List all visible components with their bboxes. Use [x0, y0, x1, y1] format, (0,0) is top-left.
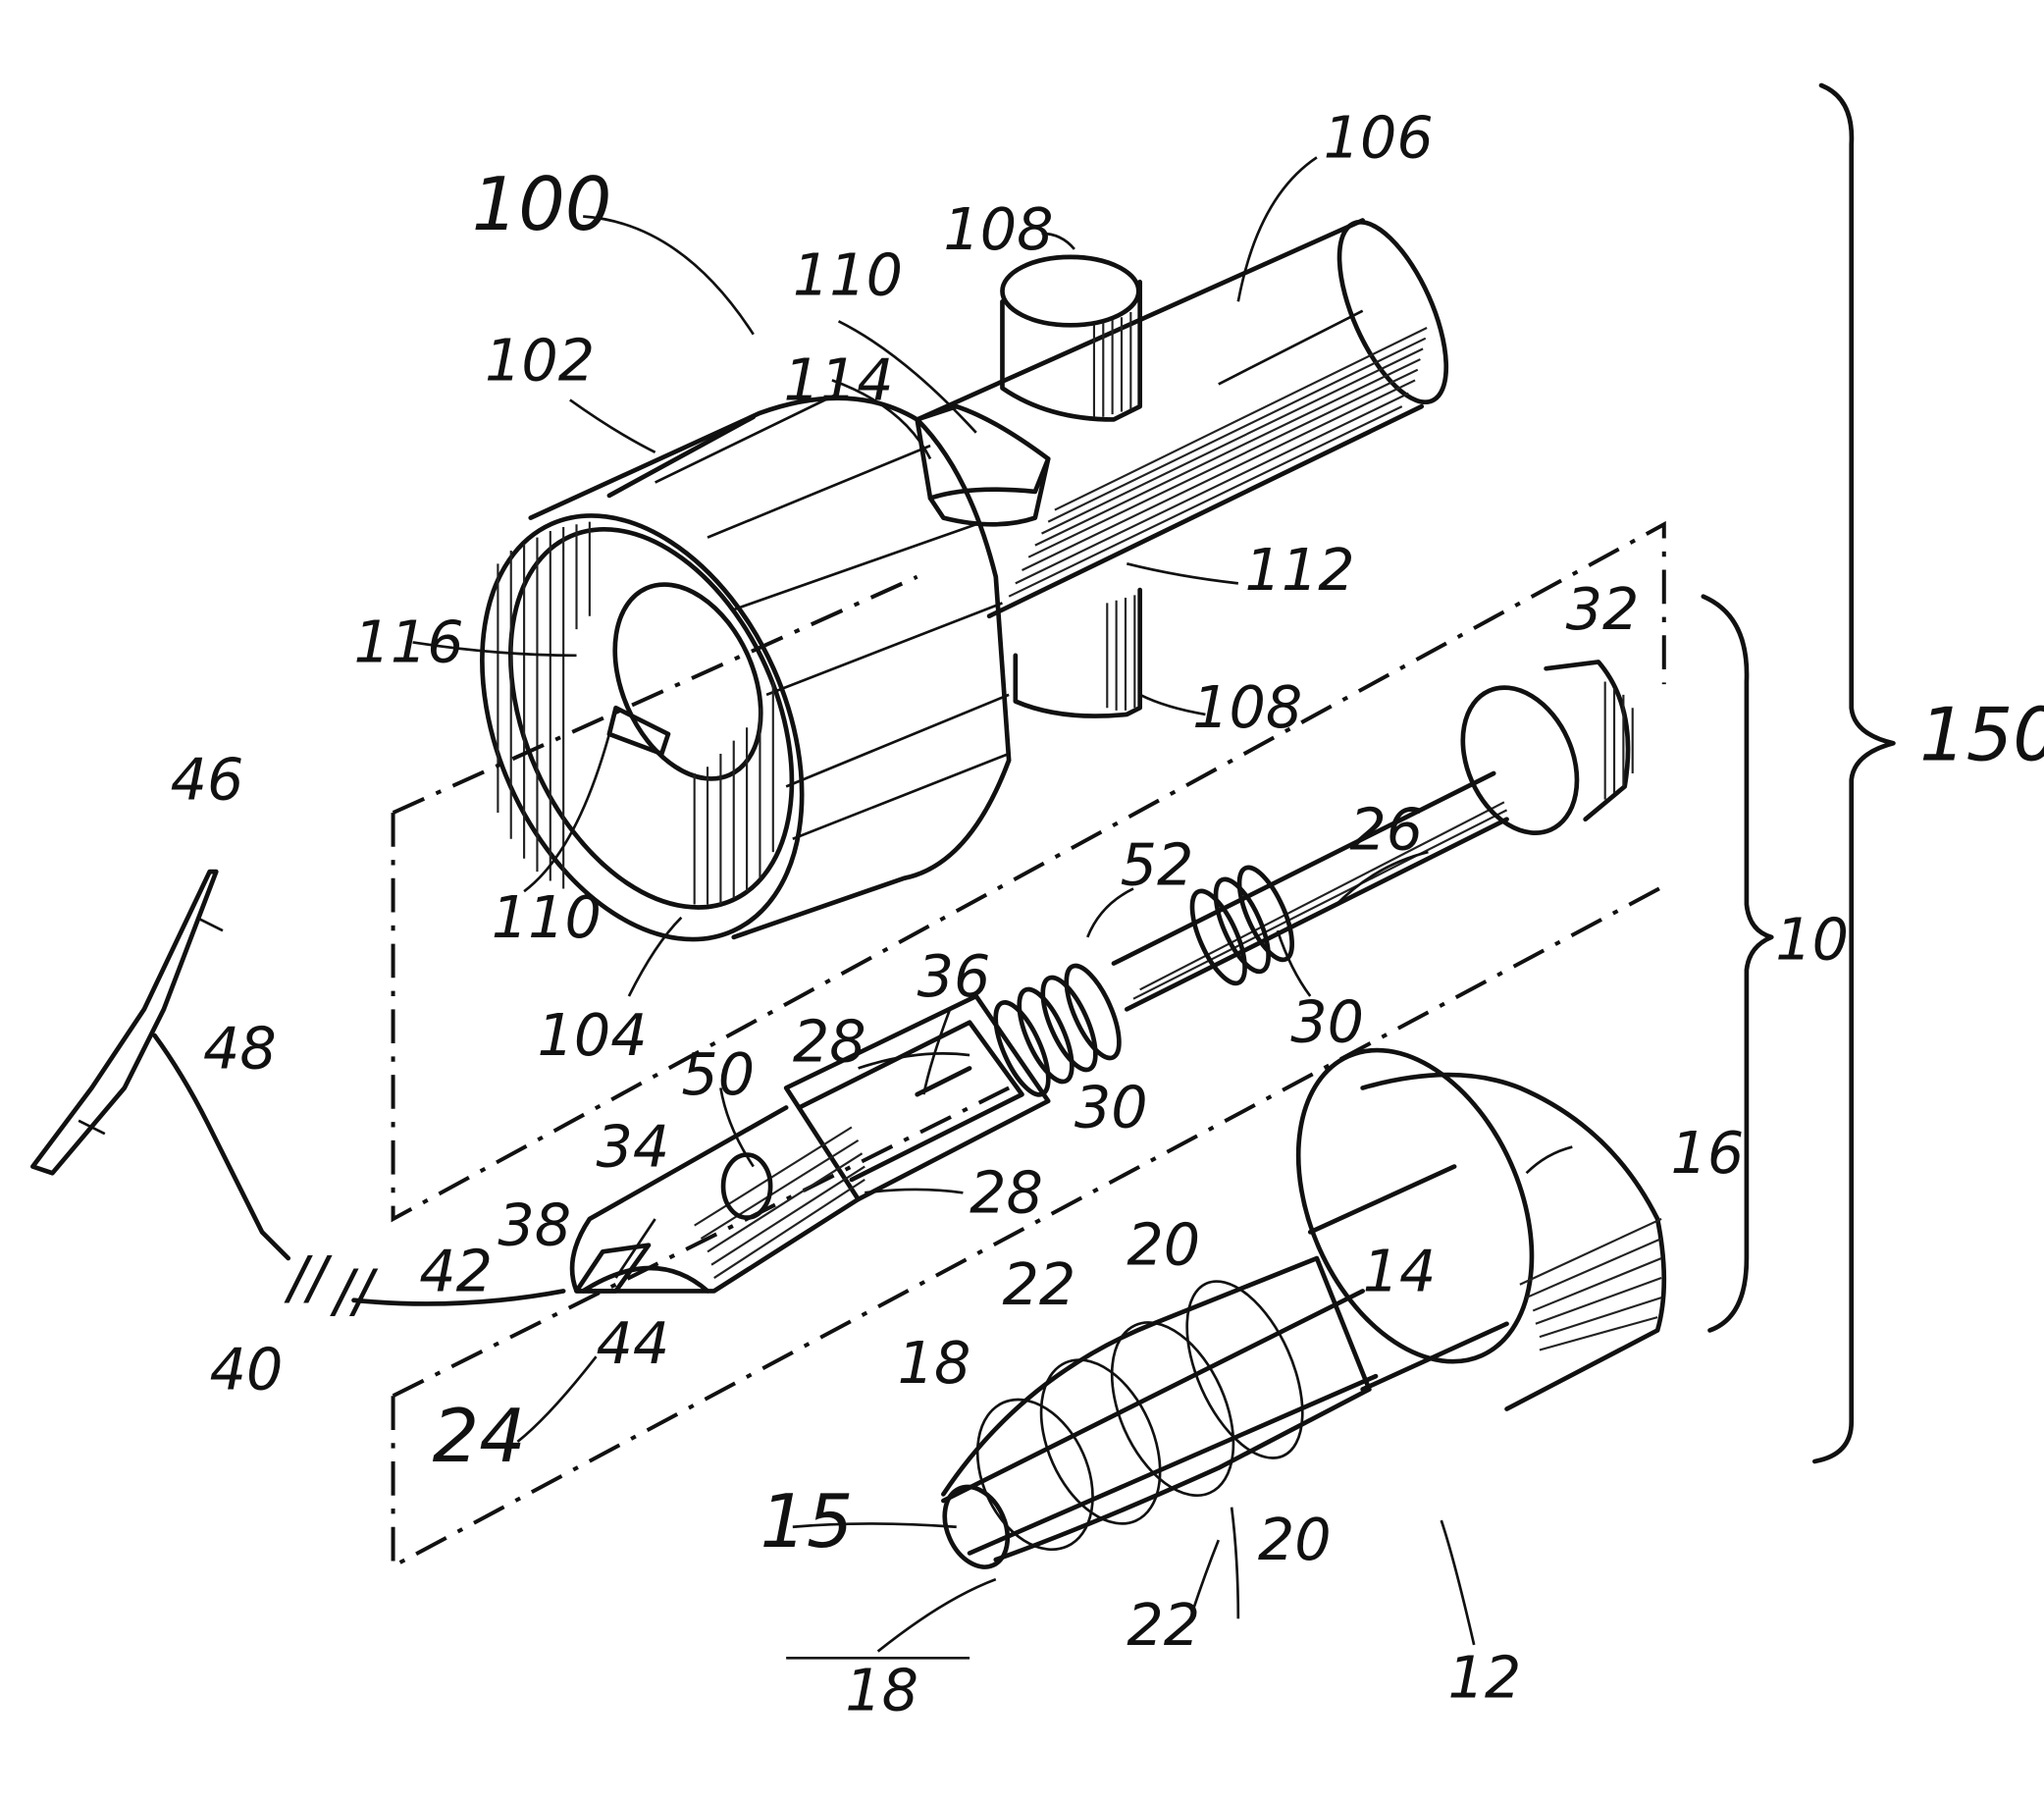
label-108-top: 108: [943, 195, 1053, 263]
label-14: 14: [1363, 1237, 1437, 1304]
knob-108-top: [1002, 257, 1139, 420]
label-106: 106: [1324, 103, 1434, 171]
label-116: 116: [354, 608, 464, 675]
label-42: 42: [419, 1237, 493, 1304]
inner-member-24: [572, 662, 1633, 1291]
brace-150: [1814, 85, 1893, 1461]
label-110-top: 110: [793, 241, 903, 309]
label-20-bottom: 20: [1258, 1506, 1332, 1573]
label-48: 48: [203, 1014, 277, 1082]
label-44: 44: [597, 1309, 670, 1377]
label-40: 40: [210, 1336, 284, 1404]
label-26: 26: [1349, 795, 1423, 863]
label-32: 32: [1566, 575, 1640, 643]
label-10: 10: [1775, 906, 1849, 974]
label-12: 12: [1447, 1643, 1521, 1711]
label-30-left: 30: [1074, 1073, 1148, 1140]
label-34: 34: [597, 1113, 670, 1181]
label-15: 15: [760, 1479, 853, 1564]
label-102: 102: [485, 326, 595, 394]
reference-labels: 100 106 108 110 102 114 112 116 108 110 …: [171, 103, 2044, 1723]
shaft-106: [917, 207, 1468, 615]
label-150: 150: [1919, 693, 2044, 778]
label-104: 104: [537, 1001, 647, 1069]
label-50: 50: [681, 1040, 755, 1108]
label-112: 112: [1244, 536, 1354, 604]
label-28-bottom: 28: [970, 1158, 1043, 1226]
label-108-bottom: 108: [1192, 673, 1302, 741]
label-46: 46: [171, 746, 244, 814]
end-cap-32: [1441, 662, 1633, 851]
label-38: 38: [498, 1192, 571, 1259]
label-114: 114: [783, 345, 893, 413]
label-18-bottom: 18: [845, 1657, 918, 1724]
label-36: 36: [917, 942, 991, 1010]
label-30-right: 30: [1290, 988, 1364, 1056]
brace-10: [1703, 597, 1771, 1331]
label-28-top: 28: [793, 1008, 866, 1076]
label-22-bottom: 22: [1127, 1591, 1200, 1659]
label-24: 24: [433, 1394, 526, 1479]
label-20-top: 20: [1127, 1211, 1200, 1279]
label-100: 100: [472, 162, 612, 247]
label-18-top: 18: [898, 1329, 971, 1397]
break-mark-left: //: [284, 1244, 334, 1311]
label-16: 16: [1670, 1119, 1744, 1187]
label-110-bottom: 110: [492, 883, 602, 951]
label-22-top: 22: [1002, 1250, 1075, 1318]
break-mark-right: //: [329, 1256, 379, 1324]
label-52: 52: [1121, 830, 1194, 898]
knob-108-bottom: [1016, 590, 1140, 716]
